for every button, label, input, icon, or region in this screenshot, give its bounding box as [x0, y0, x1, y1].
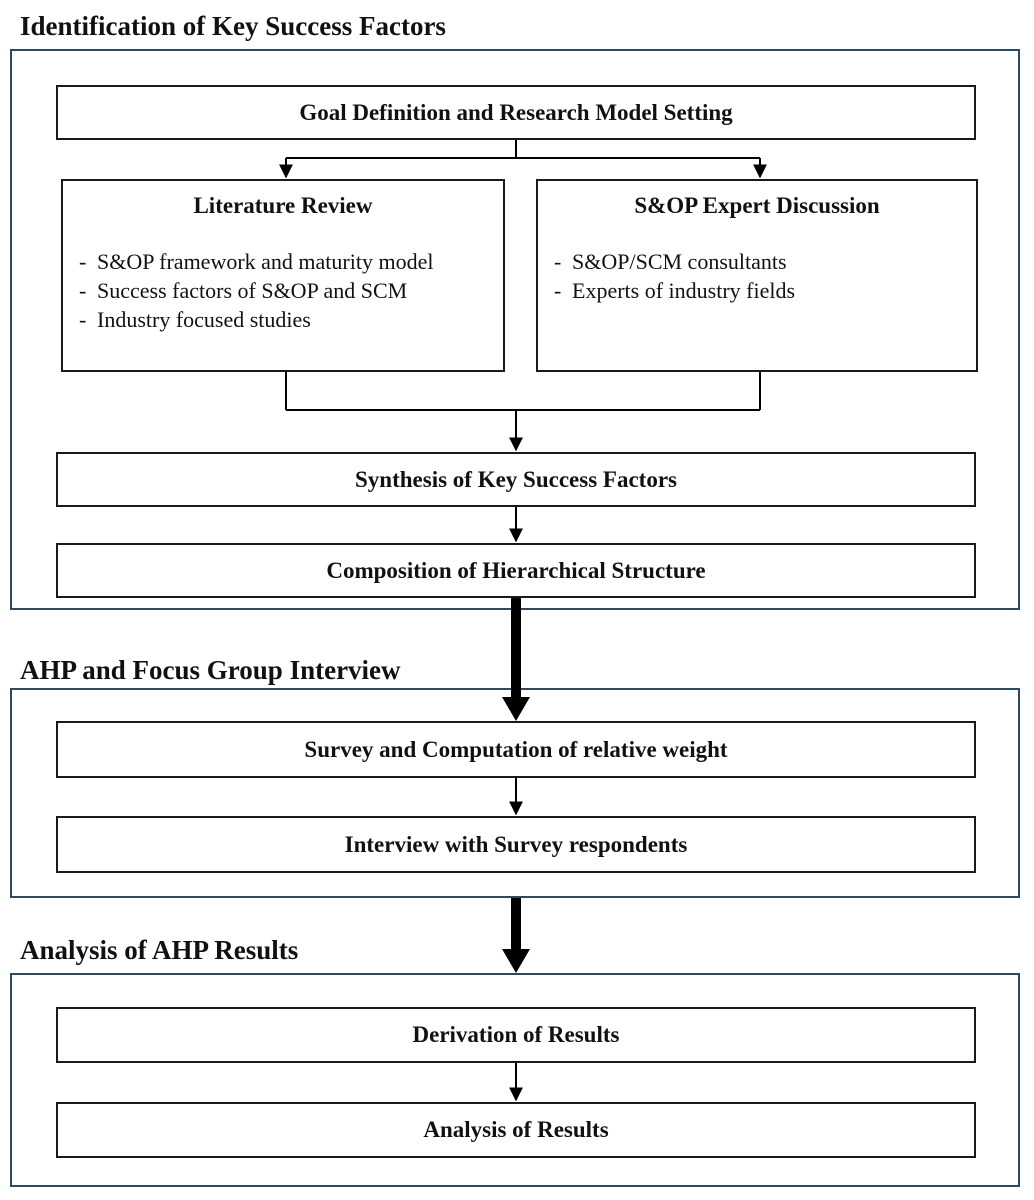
expert-discussion-box: S&OP Expert Discussion S&OP/SCM consulta… — [536, 179, 978, 372]
list-item: Success factors of S&OP and SCM — [77, 276, 495, 305]
section-frame-analysis — [10, 973, 1020, 1187]
expert-discussion-list: S&OP/SCM consultants Experts of industry… — [552, 247, 968, 305]
list-item: Industry focused studies — [77, 305, 495, 334]
interview-box: Interview with Survey respondents — [56, 816, 976, 873]
section-title-identification: Identification of Key Success Factors — [20, 11, 446, 41]
literature-review-title: Literature Review — [193, 193, 373, 218]
list-item: Experts of industry fields — [552, 276, 968, 305]
section-title-ahp-interview: AHP and Focus Group Interview — [20, 655, 401, 685]
goal-definition-box: Goal Definition and Research Model Setti… — [56, 85, 976, 140]
composition-box: Composition of Hierarchical Structure — [56, 543, 976, 598]
expert-discussion-title: S&OP Expert Discussion — [634, 193, 880, 218]
analysis-box: Analysis of Results — [56, 1102, 976, 1158]
literature-review-list: S&OP framework and maturity model Succes… — [77, 247, 495, 334]
synthesis-box: Synthesis of Key Success Factors — [56, 452, 976, 507]
survey-box: Survey and Computation of relative weigh… — [56, 721, 976, 778]
literature-review-box: Literature Review S&OP framework and mat… — [61, 179, 505, 372]
list-item: S&OP/SCM consultants — [552, 247, 968, 276]
derivation-box: Derivation of Results — [56, 1007, 976, 1063]
thick-arrow-to-analysis-section — [502, 898, 530, 973]
list-item: S&OP framework and maturity model — [77, 247, 495, 276]
section-title-analysis: Analysis of AHP Results — [20, 935, 299, 965]
